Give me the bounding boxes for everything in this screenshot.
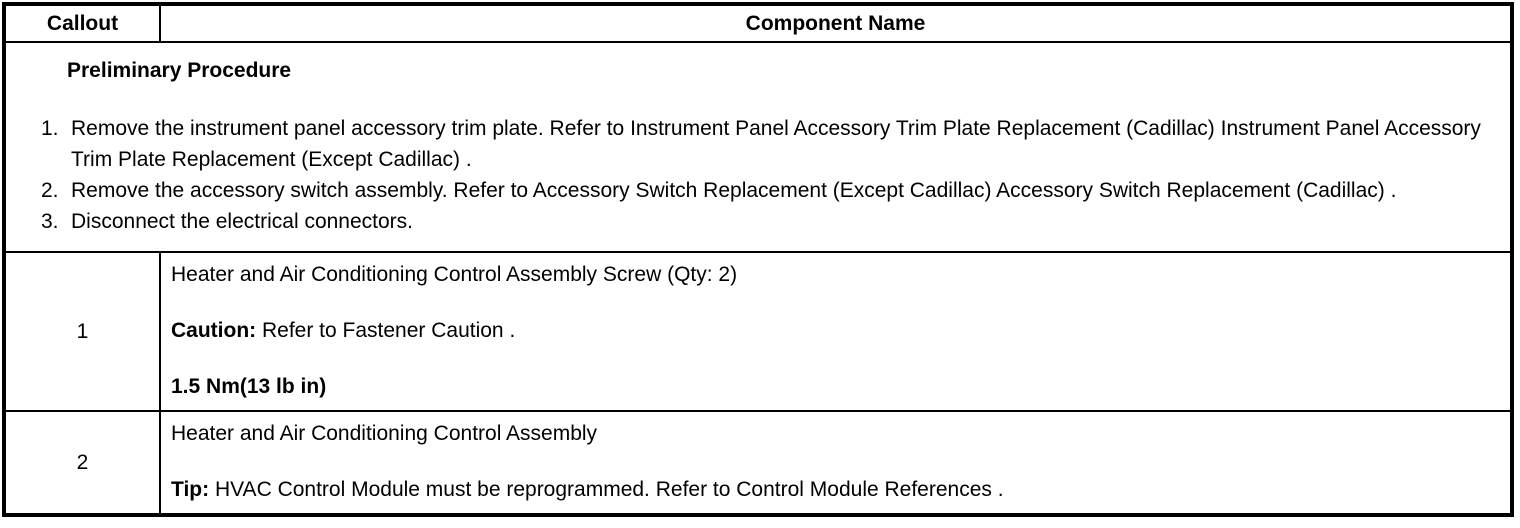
caution-note: Caution: Refer to Fastener Caution . — [171, 316, 1498, 346]
component-description-cell: Heater and Air Conditioning Control Asse… — [159, 410, 1513, 516]
step-number: 1. — [41, 117, 59, 140]
component-name-column-header: Component Name — [159, 3, 1513, 43]
tip-note: Tip: HVAC Control Module must be reprogr… — [171, 475, 1498, 505]
table-row-callout-1: 1 Heater and Air Conditioning Control As… — [3, 251, 1513, 412]
preliminary-procedure-cell: Preliminary Procedure 1. Remove the inst… — [3, 41, 1513, 253]
step-text: Disconnect the electrical connectors. — [71, 210, 413, 233]
torque-value: 1.5 Nm(13 lb in) — [171, 375, 327, 398]
component-title: Heater and Air Conditioning Control Asse… — [171, 260, 1498, 290]
step-number: 3. — [41, 210, 59, 233]
tip-label: Tip: — [171, 478, 210, 501]
preliminary-step-2: 2. Remove the accessory switch assembly.… — [41, 175, 1496, 206]
preliminary-procedure-row: Preliminary Procedure 1. Remove the inst… — [3, 41, 1513, 253]
caution-label: Caution: — [171, 319, 257, 342]
callout-number-cell: 1 — [3, 251, 161, 412]
callout-number-cell: 2 — [3, 410, 161, 516]
preliminary-step-1: 1. Remove the instrument panel accessory… — [41, 113, 1496, 175]
table-row-callout-2: 2 Heater and Air Conditioning Control As… — [3, 410, 1513, 516]
step-number: 2. — [41, 179, 59, 202]
paragraph-text: HVAC Control Module must be reprogrammed… — [209, 478, 1004, 501]
component-callout-table: Callout Component Name Preliminary Proce… — [2, 2, 1514, 517]
torque-spec: 1.5 Nm(13 lb in) — [171, 372, 1498, 402]
table-header-row: Callout Component Name — [3, 3, 1513, 43]
step-text: Remove the accessory switch assembly. Re… — [71, 179, 1397, 202]
component-description-cell: Heater and Air Conditioning Control Asse… — [159, 251, 1513, 412]
preliminary-step-3: 3. Disconnect the electrical connectors. — [41, 206, 1496, 237]
callout-column-header: Callout — [3, 3, 161, 43]
paragraph-text: Refer to Fastener Caution . — [256, 319, 516, 342]
component-title: Heater and Air Conditioning Control Asse… — [171, 419, 1498, 449]
paragraph-text: Heater and Air Conditioning Control Asse… — [171, 422, 598, 445]
preliminary-steps-list: 1. Remove the instrument panel accessory… — [41, 113, 1496, 237]
step-text: Remove the instrument panel accessory tr… — [71, 117, 1481, 171]
preliminary-procedure-title: Preliminary Procedure — [67, 59, 292, 82]
paragraph-text: Heater and Air Conditioning Control Asse… — [171, 263, 738, 286]
